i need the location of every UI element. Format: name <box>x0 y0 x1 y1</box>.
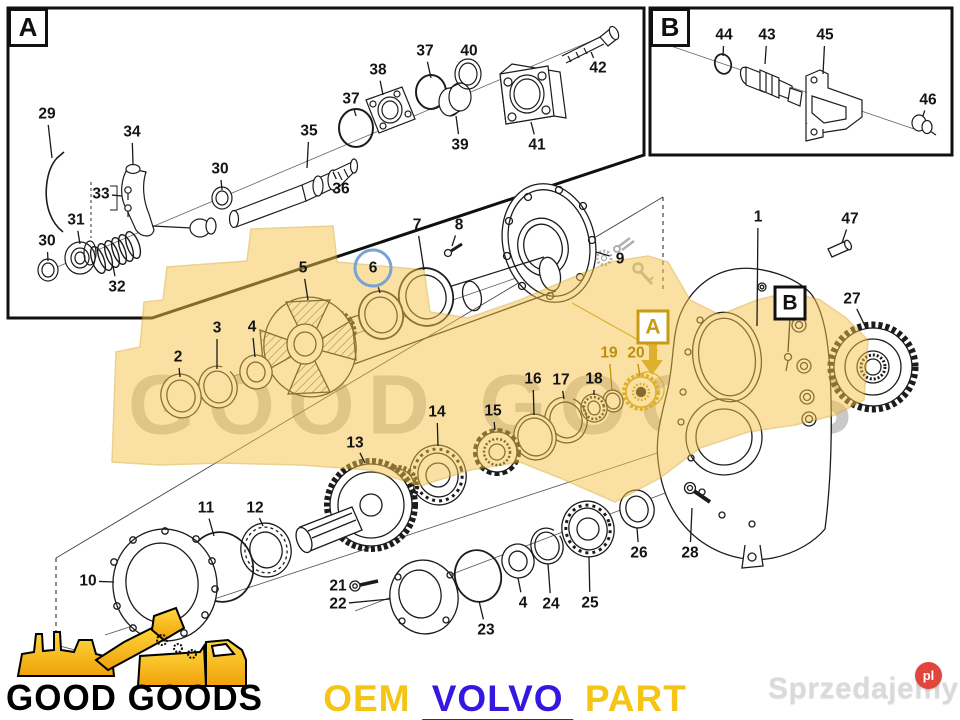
part-label-9: 9 <box>615 250 625 268</box>
part-label-25: 25 <box>581 594 599 612</box>
part-label-28: 28 <box>681 544 699 562</box>
part-label-37: 37 <box>342 90 360 108</box>
part-label-47: 47 <box>841 210 859 228</box>
view-ref-b: B <box>773 285 807 321</box>
inset-box-b <box>648 6 954 157</box>
inset-box-a <box>6 6 646 320</box>
inset-b-letter: B <box>650 8 690 47</box>
inset-a-parts <box>37 25 620 282</box>
part-label-4: 4 <box>518 594 528 612</box>
part-label-10: 10 <box>79 572 97 590</box>
cover-part-10 <box>110 527 219 643</box>
bottom-cover-row <box>349 481 712 635</box>
part-label-19: 19 <box>600 344 618 362</box>
part-label-38: 38 <box>369 61 387 79</box>
part-label-4: 4 <box>247 318 257 336</box>
part-label-44: 44 <box>715 26 733 44</box>
part-label-37: 37 <box>416 42 434 60</box>
part-label-24: 24 <box>542 595 560 613</box>
part-label-2: 2 <box>173 348 183 366</box>
part-label-23: 23 <box>477 621 495 639</box>
part-label-30: 30 <box>38 232 56 250</box>
part-label-32: 32 <box>108 278 126 296</box>
part-label-21: 21 <box>329 577 347 595</box>
good-goods-logo-text: GOOD GOODS <box>6 678 263 719</box>
part-label-8: 8 <box>454 216 464 234</box>
part-label-5: 5 <box>298 259 308 277</box>
part-label-41: 41 <box>528 136 546 154</box>
part-label-18: 18 <box>585 370 603 388</box>
inset-a-letter: A <box>8 8 48 47</box>
part-label-14: 14 <box>428 403 446 421</box>
part-label-27: 27 <box>843 290 861 308</box>
part-label-45: 45 <box>816 26 834 44</box>
part-label-22: 22 <box>329 595 347 613</box>
good-goods-logo <box>16 606 247 687</box>
inset-b-parts <box>661 42 937 142</box>
part-label-16: 16 <box>524 370 542 388</box>
oem-text: OEM <box>323 678 411 719</box>
part-label-31: 31 <box>67 211 85 229</box>
part-label-20: 20 <box>627 344 645 362</box>
part-label-17: 17 <box>552 371 570 389</box>
volvo-brand-text: VOLVO <box>421 679 574 720</box>
part-label-13: 13 <box>346 434 364 452</box>
part-label-35: 35 <box>300 122 318 140</box>
part-label-15: 15 <box>484 402 502 420</box>
part-label-12: 12 <box>246 499 264 517</box>
part-label-40: 40 <box>460 42 478 60</box>
part-label-7: 7 <box>412 216 422 234</box>
part-label-34: 34 <box>123 123 141 141</box>
part-label-36: 36 <box>332 180 350 198</box>
view-ref-a: A <box>636 309 670 345</box>
part-label-42: 42 <box>589 59 607 77</box>
part-text: PART <box>584 678 687 719</box>
site-tld-badge: pl <box>915 662 942 689</box>
part-label-46: 46 <box>919 91 937 109</box>
part-label-30: 30 <box>211 160 229 178</box>
part-label-6: 6 <box>353 248 393 288</box>
part-label-11: 11 <box>197 499 215 517</box>
part-label-26: 26 <box>630 544 648 562</box>
part-label-43: 43 <box>758 26 776 44</box>
part-label-1: 1 <box>753 208 763 226</box>
oem-volvo-part-line: OEM VOLVO PART <box>323 678 687 720</box>
part-label-29: 29 <box>38 105 56 123</box>
gear-part-13 <box>295 458 419 554</box>
part-label-3: 3 <box>212 319 222 337</box>
part-label-33: 33 <box>92 185 110 203</box>
part-label-39: 39 <box>451 136 469 154</box>
